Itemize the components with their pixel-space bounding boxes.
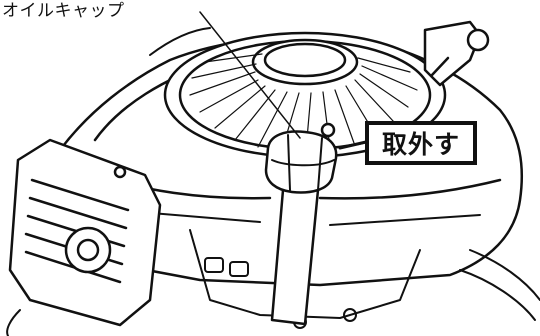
action-label: 取外す [381,130,460,159]
starter-handle [423,20,490,87]
muffler-guard [8,138,162,327]
action-arrow [338,140,368,150]
oil-cap [264,122,338,194]
leader-line [199,11,301,139]
action-callout: 取外す [365,121,477,165]
part-label: オイルキャップ [2,1,125,21]
